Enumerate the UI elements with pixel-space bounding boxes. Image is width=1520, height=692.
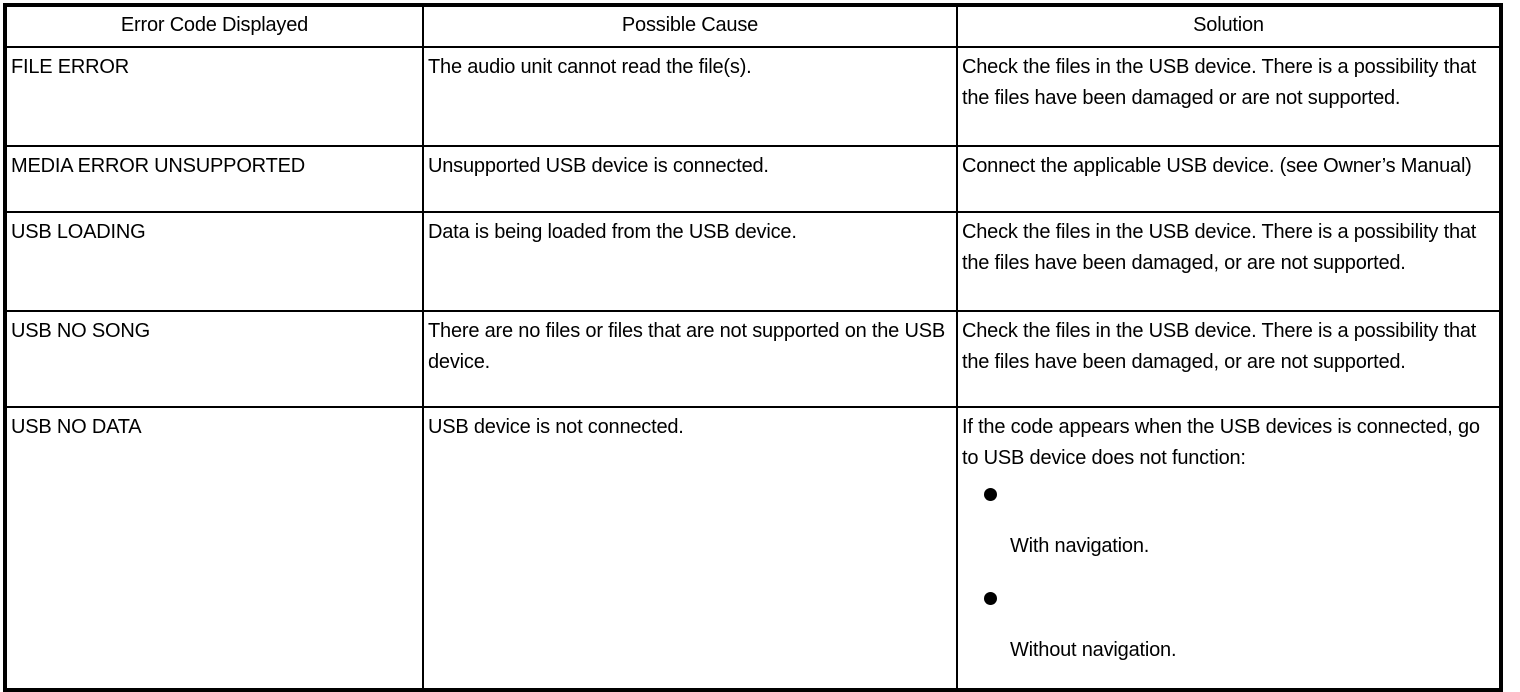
- column-header-solution: Solution: [956, 4, 1502, 48]
- table-header-row: Error Code Displayed Possible Cause Solu…: [4, 4, 1502, 48]
- list-item: Without navigation.: [962, 578, 1497, 682]
- column-header-error-code: Error Code Displayed: [4, 4, 424, 48]
- list-item: With navigation.: [962, 474, 1497, 578]
- column-header-solution-label: Solution: [1193, 14, 1264, 36]
- solution-bullet-list: With navigation. Without navigation.: [962, 474, 1497, 682]
- solution-text: Connect the applicable USB device. (see …: [962, 155, 1472, 177]
- table-body: FILE ERROR The audio unit cannot read th…: [4, 46, 1502, 691]
- error-code-text: FILE ERROR: [11, 56, 130, 78]
- bullet-label: Without navigation.: [1010, 639, 1177, 661]
- table-row: MEDIA ERROR UNSUPPORTED Unsupported USB …: [4, 145, 1502, 213]
- possible-cause-text: Data is being loaded from the USB device…: [428, 221, 797, 243]
- cell-solution: Check the files in the USB device. There…: [956, 46, 1502, 147]
- cell-possible-cause: Data is being loaded from the USB device…: [422, 211, 958, 312]
- table-header: Error Code Displayed Possible Cause Solu…: [4, 4, 1502, 48]
- table-row: USB NO SONG There are no files or files …: [4, 310, 1502, 408]
- table-row: USB LOADING Data is being loaded from th…: [4, 211, 1502, 312]
- possible-cause-text: USB device is not connected.: [428, 416, 684, 438]
- column-header-possible-cause: Possible Cause: [422, 4, 958, 48]
- error-code-text: USB LOADING: [11, 221, 146, 243]
- cell-error-code: USB NO SONG: [4, 310, 424, 408]
- error-code-text: MEDIA ERROR UNSUPPORTED: [11, 155, 305, 177]
- cell-possible-cause: There are no files or files that are not…: [422, 310, 958, 408]
- cell-error-code: USB LOADING: [4, 211, 424, 312]
- solution-text: Check the files in the USB device. There…: [962, 320, 1477, 373]
- cell-error-code: USB NO DATA: [4, 406, 424, 691]
- cell-error-code: FILE ERROR: [4, 46, 424, 147]
- cell-possible-cause: USB device is not connected.: [422, 406, 958, 691]
- possible-cause-text: There are no files or files that are not…: [428, 320, 945, 373]
- solution-text: Check the files in the USB device. There…: [962, 56, 1477, 109]
- cell-solution: Check the files in the USB device. There…: [956, 310, 1502, 408]
- bullet-row: [962, 474, 1497, 526]
- possible-cause-text: The audio unit cannot read the file(s).: [428, 56, 752, 78]
- error-code-table: Error Code Displayed Possible Cause Solu…: [3, 3, 1503, 692]
- table-row: USB NO DATA USB device is not connected.…: [4, 406, 1502, 691]
- cell-solution: Check the files in the USB device. There…: [956, 211, 1502, 312]
- possible-cause-text: Unsupported USB device is connected.: [428, 155, 769, 177]
- error-code-text: USB NO DATA: [11, 416, 142, 438]
- error-code-text: USB NO SONG: [11, 320, 150, 342]
- table-row: FILE ERROR The audio unit cannot read th…: [4, 46, 1502, 147]
- cell-error-code: MEDIA ERROR UNSUPPORTED: [4, 145, 424, 213]
- cell-possible-cause: Unsupported USB device is connected.: [422, 145, 958, 213]
- cell-solution: If the code appears when the USB devices…: [956, 406, 1502, 691]
- solution-text: Check the files in the USB device. There…: [962, 221, 1477, 274]
- cell-solution: Connect the applicable USB device. (see …: [956, 145, 1502, 213]
- column-header-possible-cause-label: Possible Cause: [621, 14, 759, 36]
- solution-content: If the code appears when the USB devices…: [958, 408, 1499, 688]
- bullet-label: With navigation.: [1010, 535, 1150, 557]
- cell-possible-cause: The audio unit cannot read the file(s).: [422, 46, 958, 147]
- bullet-dot-icon: [984, 592, 997, 605]
- bullet-row: [962, 578, 1497, 630]
- solution-lead-text: If the code appears when the USB devices…: [962, 416, 1480, 469]
- bullet-dot-icon: [984, 488, 997, 501]
- column-header-error-code-label: Error Code Displayed: [120, 14, 309, 36]
